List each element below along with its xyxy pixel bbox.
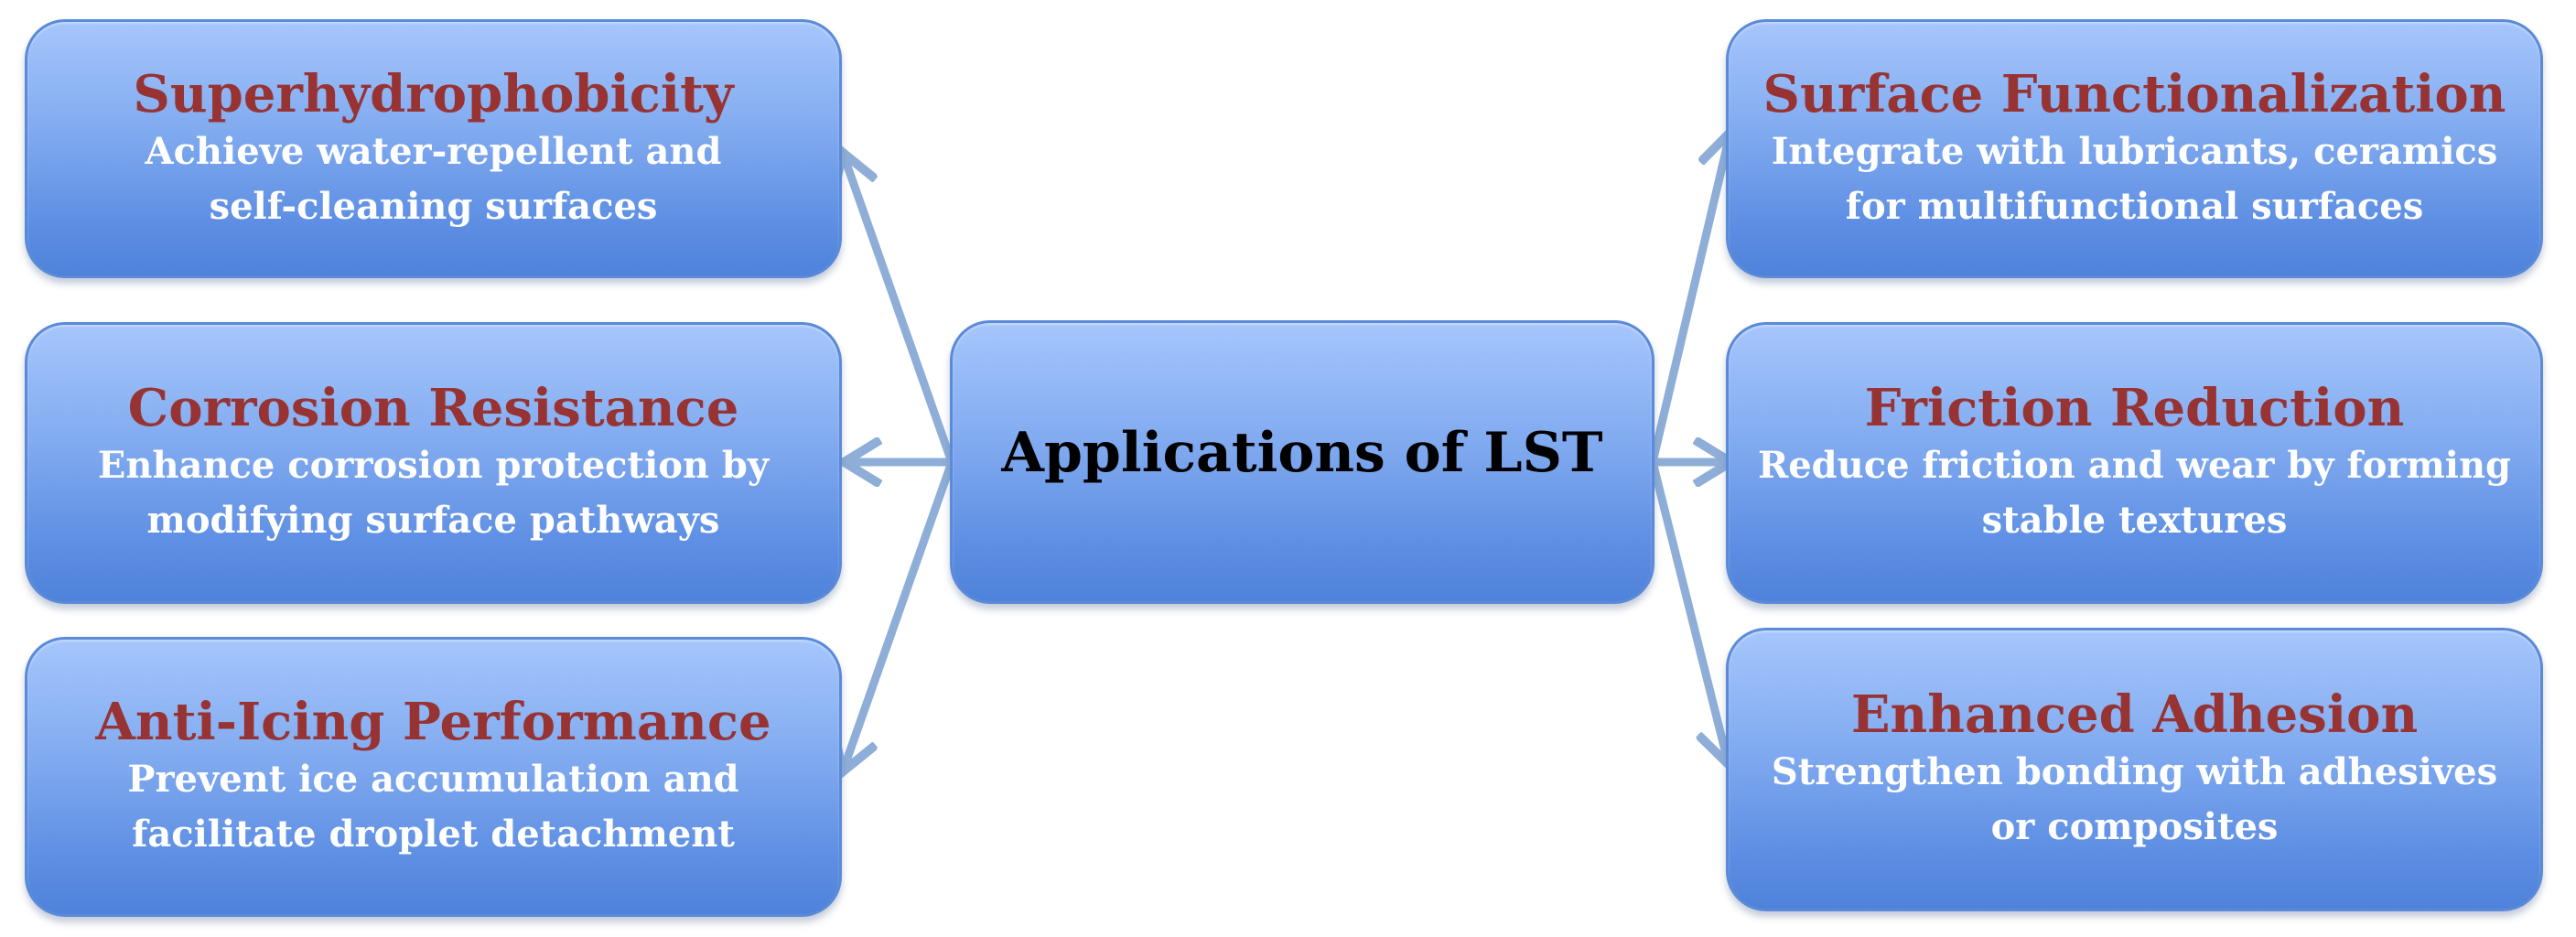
anti-icing-title: Anti-Icing Performance xyxy=(95,692,771,752)
anti-icing-description: Prevent ice accumulation and facilitate … xyxy=(109,752,757,862)
corrosion-resistance-box: Corrosion Resistance Enhance corrosion p… xyxy=(25,322,842,604)
superhydrophobicity-description: Achieve water-repellent and self-cleanin… xyxy=(127,124,740,234)
corrosion-resistance-description: Enhance corrosion protection by modifyin… xyxy=(80,438,787,548)
surface-functionalization-title: Surface Functionalization xyxy=(1762,63,2506,124)
friction-reduction-description-line1: Reduce friction and wear by forming xyxy=(1757,444,2512,487)
surface-functionalization-description-line2: for multifunctional surfaces xyxy=(1845,184,2424,228)
superhydrophobicity-description-line1: Achieve water-repellent and xyxy=(145,129,722,173)
anti-icing-description-line1: Prevent ice accumulation and xyxy=(127,758,739,801)
superhydrophobicity-title: Superhydrophobicity xyxy=(133,63,734,124)
arrow-to-enhanced-adhesion xyxy=(1648,458,1728,761)
enhanced-adhesion-title: Enhanced Adhesion xyxy=(1850,684,2419,745)
corrosion-resistance-title: Corrosion Resistance xyxy=(127,378,739,438)
superhydrophobicity-box: Superhydrophobicity Achieve water-repell… xyxy=(25,19,842,278)
enhanced-adhesion-description-line2: or composites xyxy=(1990,805,2279,848)
arrow-to-superhydrophobicity xyxy=(844,156,956,467)
corrosion-resistance-description-line2: modifying surface pathways xyxy=(146,499,720,542)
friction-reduction-description: Reduce friction and wear by forming stab… xyxy=(1740,438,2529,548)
center-title: Applications of LST xyxy=(1001,421,1603,485)
superhydrophobicity-description-line2: self-cleaning surfaces xyxy=(209,184,658,228)
enhanced-adhesion-description-line1: Strengthen bonding with adhesives xyxy=(1771,750,2498,793)
surface-functionalization-description-line1: Integrate with lubricants, ceramics xyxy=(1771,129,2498,173)
surface-functionalization-box: Surface Functionalization Integrate with… xyxy=(1726,19,2543,278)
enhanced-adhesion-box: Enhanced Adhesion Strengthen bonding wit… xyxy=(1726,628,2543,911)
friction-reduction-description-line2: stable textures xyxy=(1981,499,2288,542)
surface-functionalization-description: Integrate with lubricants, ceramics for … xyxy=(1753,124,2517,234)
anti-icing-description-line2: facilitate droplet detachment xyxy=(132,813,735,856)
corrosion-resistance-description-line1: Enhance corrosion protection by xyxy=(97,444,770,487)
center-box: Applications of LST xyxy=(950,320,1654,604)
friction-reduction-title: Friction Reduction xyxy=(1864,378,2405,438)
arrow-to-surface-functionalization xyxy=(1648,135,1730,467)
enhanced-adhesion-description: Strengthen bonding with adhesives or com… xyxy=(1753,745,2516,855)
friction-reduction-box: Friction Reduction Reduce friction and w… xyxy=(1726,322,2543,604)
anti-icing-box: Anti-Icing Performance Prevent ice accum… xyxy=(25,637,842,917)
arrow-to-anti-icing xyxy=(844,458,956,769)
